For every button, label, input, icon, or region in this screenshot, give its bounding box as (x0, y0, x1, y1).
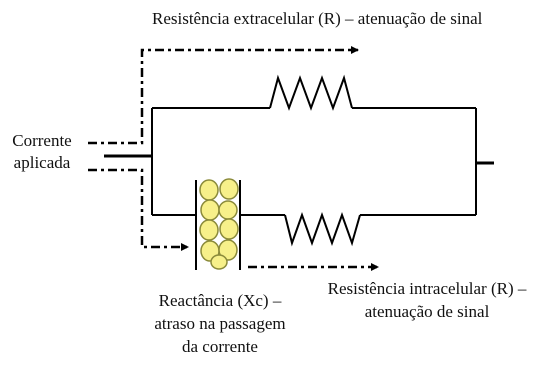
current-label-line2: aplicada (13, 153, 71, 172)
intracellular-label-line2: atenuação de sinal (364, 302, 490, 321)
reactance-label-line1: Reactância (Xc) – (158, 291, 282, 310)
reactance-label-line2: atraso na passagem (154, 314, 286, 333)
current-label-line1: Corrente (12, 131, 72, 150)
reactance-label-line3: da corrente (182, 337, 258, 356)
extracellular-resistor (269, 74, 353, 111)
extracellular-label: Resistência extracelular (R) – atenuação… (152, 9, 483, 28)
reactance-current-arrow (88, 168, 189, 251)
cell-cluster (199, 178, 239, 270)
intracellular-label-line1: Resistência intracelular (R) – (327, 279, 527, 298)
extracellular-current-arrow (88, 46, 359, 145)
intracellular-resistor (284, 212, 361, 247)
